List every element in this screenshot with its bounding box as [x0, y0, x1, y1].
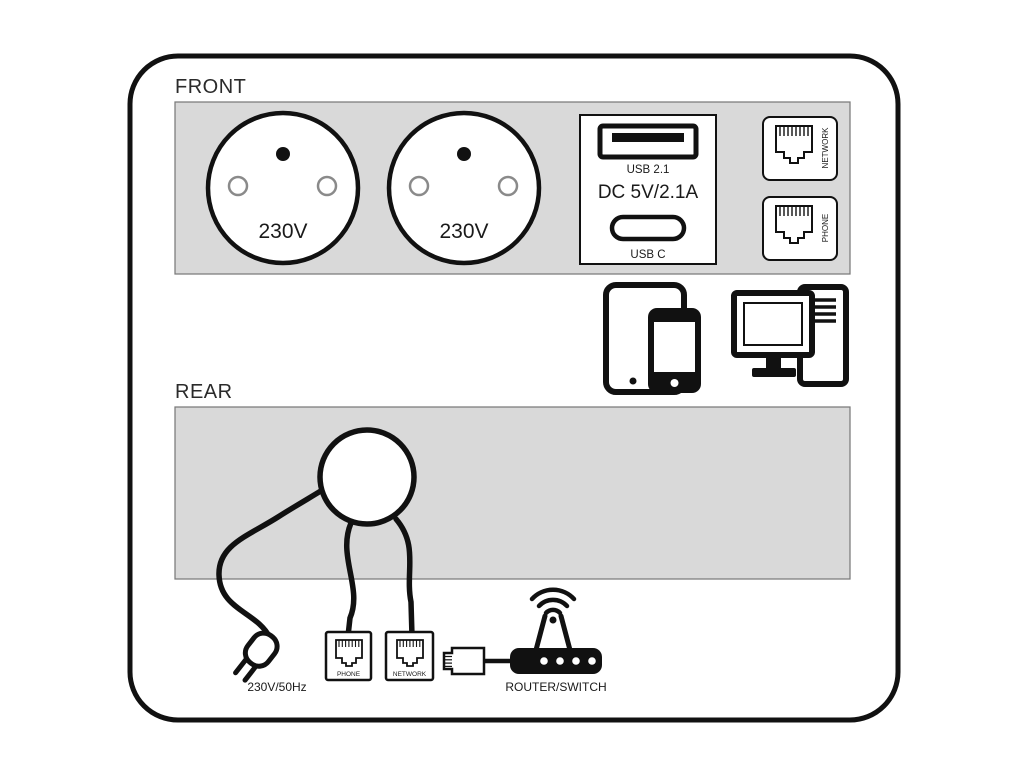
usb-module: USB 2.1 DC 5V/2.1A USB C — [579, 114, 717, 265]
network-cable — [393, 516, 415, 639]
rear-panel — [174, 406, 851, 580]
wifi-signal-icon — [529, 587, 577, 616]
usb-c-label: USB C — [630, 249, 665, 261]
dc-rating-label: DC 5V/2.1A — [598, 182, 699, 203]
desktop-computer-icon — [731, 284, 849, 387]
socket-voltage-label: 230V — [258, 220, 307, 243]
power-rating-label: 230V/50Hz — [247, 680, 306, 694]
phone-jack-bottom-label: PHONE — [337, 671, 361, 678]
usb-c-port-icon — [609, 214, 687, 242]
network-jack-bottom-label: NETWORK — [393, 671, 427, 678]
network-jack-front: NETWORK — [762, 116, 838, 181]
rj45-jack-icon — [396, 639, 424, 667]
rj45-jack-icon — [775, 125, 813, 164]
socket-hole-right — [316, 175, 338, 197]
socket-hole-left — [227, 175, 249, 197]
network-jack-bottom: NETWORK — [384, 630, 435, 682]
cable-coil — [317, 427, 417, 527]
power-plug-icon — [233, 630, 280, 683]
rear-cables — [216, 479, 415, 641]
router-icon — [510, 587, 602, 674]
phone-jack-label: PHONE — [821, 214, 830, 242]
power-socket-2: 230V — [386, 110, 542, 266]
socket-earth-pin — [276, 147, 290, 161]
power-cable — [216, 479, 338, 641]
rj45-jack-icon — [335, 639, 363, 667]
power-socket-1: 230V — [205, 110, 361, 266]
phone-jack-front: PHONE — [762, 196, 838, 261]
network-jack-label: NETWORK — [821, 127, 830, 169]
smartphone-icon — [648, 308, 701, 393]
ethernet-connector-icon — [442, 646, 512, 676]
rj45-jack-icon — [775, 205, 813, 244]
phone-jack-bottom: PHONE — [324, 630, 373, 682]
front-label: FRONT — [175, 76, 246, 98]
usb-a-label: USB 2.1 — [627, 164, 670, 176]
socket-hole-left — [408, 175, 430, 197]
phone-cable — [344, 520, 357, 639]
socket-hole-right — [497, 175, 519, 197]
usb-a-port-icon — [597, 123, 699, 160]
rear-label: REAR — [175, 381, 233, 403]
socket-earth-pin — [457, 147, 471, 161]
socket-voltage-label: 230V — [439, 220, 488, 243]
router-label: ROUTER/SWITCH — [505, 680, 606, 694]
